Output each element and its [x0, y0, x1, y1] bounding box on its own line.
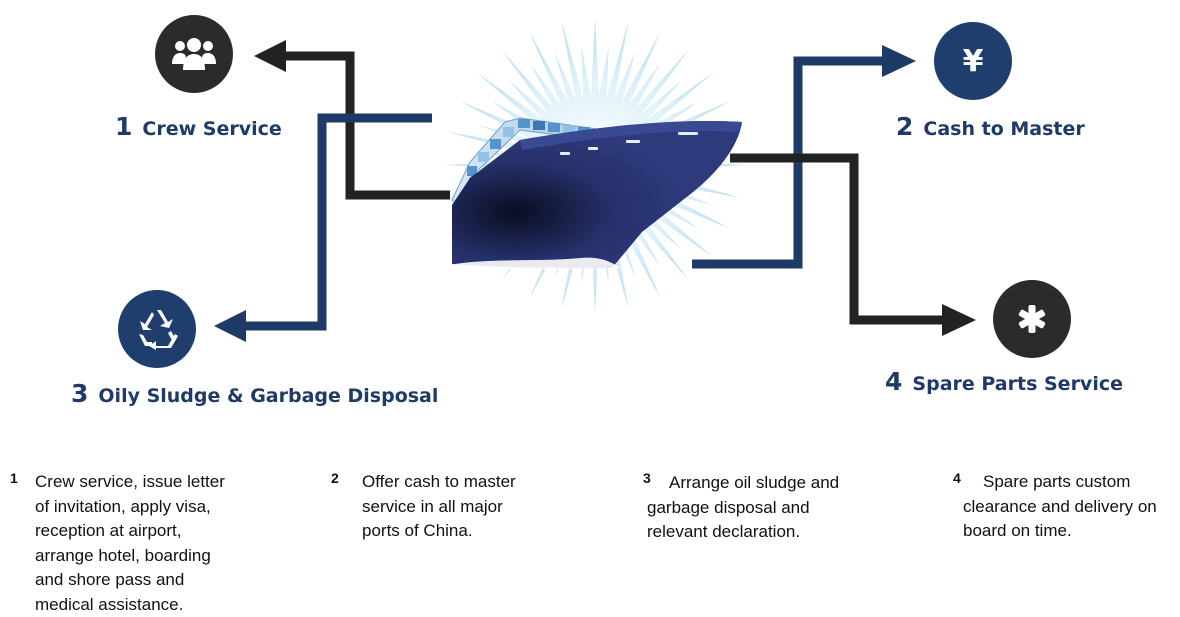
service-4-icon-circle [993, 280, 1071, 358]
description-line: Arrange oil sludge and [647, 471, 839, 496]
description-line: and shore pass and [35, 568, 225, 593]
service-1-icon-circle [155, 15, 233, 93]
description-line: service in all major [362, 495, 516, 520]
service-4-label: 4 Spare Parts Service [885, 367, 1123, 396]
service-1-label: 1 Crew Service [115, 112, 282, 141]
service-1-title: Crew Service [142, 118, 281, 140]
description-line: board on time. [963, 519, 1157, 544]
arrow-to-spare-parts [730, 158, 976, 336]
service-3-icon-circle [118, 290, 196, 368]
description-line: garbage disposal and [647, 496, 839, 521]
description-line: clearance and delivery on [963, 495, 1157, 520]
description-line: Offer cash to master [362, 470, 516, 495]
description-2-number: 2 [331, 470, 339, 486]
service-2-number: 2 [896, 112, 913, 141]
service-3-number: 3 [71, 379, 88, 408]
description-line: medical assistance. [35, 593, 225, 617]
service-4-title: Spare Parts Service [912, 373, 1123, 395]
description-2-text: Offer cash to master service in all majo… [362, 470, 516, 544]
service-1-number: 1 [115, 112, 132, 141]
description-1-number: 1 [10, 470, 18, 486]
description-1-text: Crew service, issue letter of invitation… [35, 470, 225, 617]
description-line: reception at airport, [35, 519, 225, 544]
description-line: Crew service, issue letter [35, 470, 225, 495]
service-2-title: Cash to Master [923, 118, 1084, 140]
yen-icon: ¥ [963, 44, 984, 79]
service-2-label: 2 Cash to Master [896, 112, 1085, 141]
description-line: Spare parts custom [963, 470, 1157, 495]
service-3-title: Oily Sludge & Garbage Disposal [98, 385, 438, 407]
recycle-icon [135, 308, 179, 350]
service-4-number: 4 [885, 367, 902, 396]
description-4-text: Spare parts custom clearance and deliver… [963, 470, 1157, 544]
people-group-icon [171, 36, 217, 72]
description-line: of invitation, apply visa, [35, 495, 225, 520]
description-line: ports of China. [362, 519, 516, 544]
arrow-to-oily-sludge [214, 118, 432, 342]
description-line: relevant declaration. [647, 520, 839, 545]
description-line: arrange hotel, boarding [35, 544, 225, 569]
service-3-label: 3 Oily Sludge & Garbage Disposal [71, 379, 438, 408]
container-ship-illustration [452, 118, 742, 270]
description-3-text: Arrange oil sludge and garbage disposal … [647, 471, 839, 545]
description-4-number: 4 [953, 470, 961, 486]
service-2-icon-circle: ¥ [934, 22, 1012, 100]
asterisk-icon [1016, 303, 1048, 335]
